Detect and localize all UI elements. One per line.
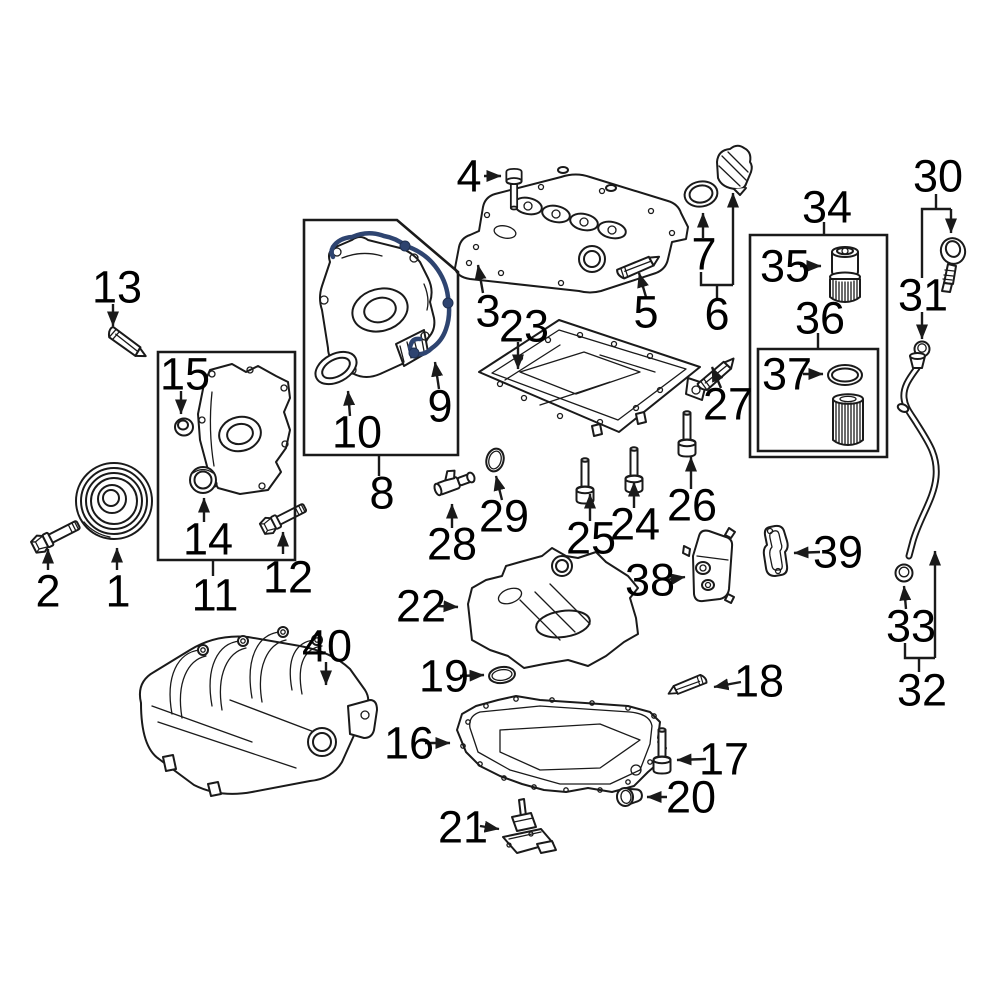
- callout-17: 17: [699, 734, 749, 785]
- leader-arrow: [437, 600, 459, 613]
- callout-14: 14: [183, 514, 233, 565]
- leader-line: [903, 643, 935, 660]
- part-40-intake-manifold: [138, 626, 378, 797]
- callout-8: 8: [369, 468, 394, 519]
- callout-11: 11: [192, 570, 239, 621]
- part-2-pulley-bolt: [28, 515, 84, 557]
- part-12-bolt: [257, 498, 310, 538]
- part-26-bolt: [677, 410, 697, 458]
- part-33-o-ring: [894, 563, 914, 583]
- callout-34: 34: [802, 182, 852, 233]
- leader-line: [699, 272, 733, 287]
- leader-line: [920, 207, 951, 278]
- part-16-lower-oil-pan: [456, 695, 667, 793]
- group-frame-0: [302, 218, 460, 457]
- part-10-oval-seal: [314, 350, 358, 386]
- callout-24: 24: [610, 499, 660, 550]
- leader-arrow: [479, 820, 500, 833]
- callout-9: 9: [427, 381, 452, 432]
- callout-19: 19: [419, 651, 469, 702]
- leader-arrow: [710, 366, 724, 389]
- callout-21: 21: [438, 802, 488, 853]
- leader-arrow: [493, 475, 506, 501]
- part-9-timing-cover-gasket: [329, 231, 454, 359]
- part-19-o-ring: [488, 665, 516, 685]
- callout-7: 7: [691, 229, 716, 280]
- callout-26: 26: [667, 480, 717, 531]
- callout-40: 40: [302, 621, 352, 672]
- part-36-filter-element: [832, 393, 864, 446]
- callout-12: 12: [263, 552, 313, 603]
- part-21-oil-level-sensor: [502, 798, 557, 854]
- leader-arrow: [474, 264, 487, 294]
- group-frame-3: [756, 347, 880, 453]
- callout-16: 16: [384, 718, 434, 769]
- part-23-upper-oil-pan: [478, 319, 707, 437]
- part-39-cooler-gasket: [762, 524, 789, 577]
- leader-arrow: [665, 573, 686, 586]
- callout-35: 35: [760, 241, 810, 292]
- part-13-sealant-tube: [104, 325, 152, 362]
- callout-15: 15: [160, 349, 210, 400]
- callout-20: 20: [666, 772, 716, 823]
- part-3-valve-cover: [454, 166, 689, 294]
- leader-arrow: [459, 669, 485, 682]
- callout-13: 13: [92, 262, 142, 313]
- group-frame-1: [156, 350, 297, 562]
- part-15-seal: [174, 417, 194, 437]
- leader-arrow: [713, 678, 742, 691]
- callout-10: 10: [332, 407, 382, 458]
- part-1-crankshaft-pulley: [75, 462, 153, 540]
- callout-33: 33: [886, 601, 936, 652]
- group-frame-2: [748, 233, 889, 459]
- callout-29: 29: [479, 491, 529, 542]
- part-8-timing-cover: [319, 236, 436, 378]
- part-29-o-ring: [485, 447, 505, 473]
- callout-18: 18: [734, 656, 784, 707]
- callout-25: 25: [566, 513, 616, 564]
- part-6-oil-filler-cap: [716, 144, 753, 196]
- callout-3: 3: [475, 286, 500, 337]
- callout-22: 22: [396, 581, 446, 632]
- leader-arrow: [676, 753, 707, 766]
- callout-38: 38: [625, 555, 675, 606]
- callout-32: 32: [897, 665, 947, 716]
- callout-27: 27: [703, 379, 753, 430]
- callout-37: 37: [762, 349, 812, 400]
- callout-2: 2: [35, 566, 60, 617]
- callout-5: 5: [633, 287, 658, 338]
- part-14-seal: [189, 466, 217, 494]
- part-7-filler-cap-seal: [683, 180, 719, 208]
- leader-arrow: [431, 361, 444, 390]
- leader-arrow: [793, 546, 821, 559]
- leader-arrow: [637, 272, 649, 298]
- part-38-oil-cooler: [682, 527, 736, 604]
- part-28-sensor: [433, 469, 476, 497]
- part-32-dipstick-tube: [896, 352, 940, 560]
- callout-39: 39: [813, 527, 863, 578]
- callout-23: 23: [499, 301, 549, 352]
- callout-1: 1: [105, 566, 130, 617]
- part-22-baffle-plate: [467, 547, 639, 669]
- callout-4: 4: [456, 151, 481, 202]
- part-18-sealant-tube: [665, 670, 709, 702]
- callout-28: 28: [427, 519, 477, 570]
- callout-6: 6: [704, 289, 729, 340]
- leader-arrow: [343, 390, 356, 417]
- callout-36: 36: [795, 293, 845, 344]
- callout-30: 30: [913, 151, 963, 202]
- leader-arrow: [899, 585, 912, 610]
- part-37-filter-o-ring: [827, 364, 863, 386]
- part-30-dipstick-handle: [939, 237, 967, 293]
- part-20-drain-plug: [615, 787, 643, 807]
- part-35-oil-filter-cap: [829, 246, 861, 303]
- callout-31: 31: [898, 270, 948, 321]
